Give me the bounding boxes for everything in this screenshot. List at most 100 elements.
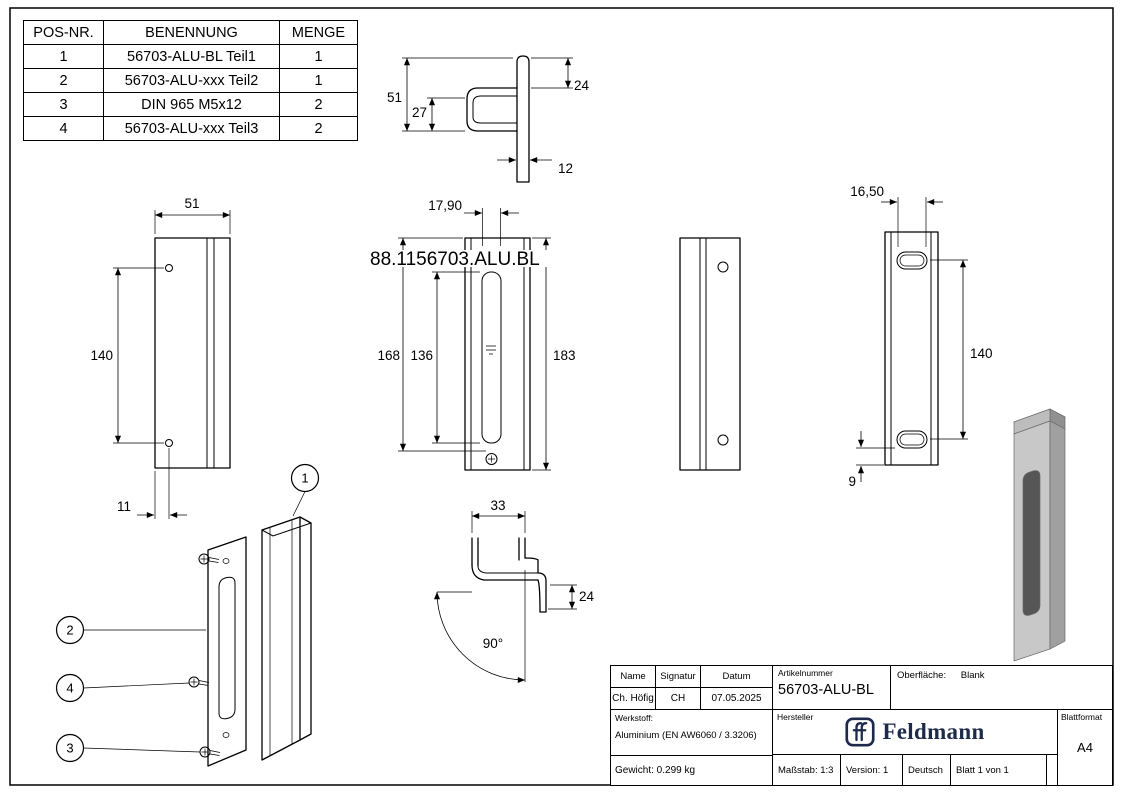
side-view bbox=[679, 237, 741, 471]
dim-bottom-24: 24 bbox=[579, 589, 595, 604]
marking-view-outline bbox=[464, 237, 531, 471]
dim-top-51: 51 bbox=[387, 90, 402, 105]
bottom-row-filler bbox=[1047, 755, 1057, 785]
bottom-section-plate bbox=[524, 557, 547, 613]
dim-bottom-33: 33 bbox=[490, 498, 505, 513]
dim-front-11: 11 bbox=[117, 499, 131, 514]
dim-lines-marking-view bbox=[398, 208, 551, 471]
title-block-lower-left: Hersteller Feldmann Maßstab: 1:3 Version… bbox=[773, 710, 1058, 785]
bom-cell-pos: 4 bbox=[23, 116, 104, 141]
bom-cell-name: 56703-ALU-xxx Teil2 bbox=[103, 68, 280, 93]
bottom-section-view: 33 24 90° bbox=[433, 498, 595, 684]
front-view-outline bbox=[154, 237, 231, 469]
bom-row-2: 2 56703-ALU-xxx Teil2 1 bbox=[23, 68, 358, 93]
iso-side-face bbox=[1049, 420, 1066, 650]
marking-text: 88.1156703.ALU.BL bbox=[370, 249, 540, 270]
back-view-edges bbox=[890, 232, 932, 465]
bottom-screw bbox=[485, 453, 498, 465]
feldmann-logo: Feldmann bbox=[773, 710, 1057, 754]
top-section-view: 51 27 24 12 bbox=[387, 55, 590, 183]
top-section-hook-inner bbox=[472, 95, 517, 124]
oberflaeche-value: Blank bbox=[960, 670, 985, 681]
bom-header-pos: POS-NR. bbox=[23, 20, 104, 45]
back-view-slot-bottom-inner bbox=[899, 433, 925, 446]
blattformat-cell: Blattformat A4 bbox=[1058, 710, 1112, 785]
dim-back-1650: 16,50 bbox=[850, 184, 884, 199]
title-block-label-row: Name Signatur Datum bbox=[611, 666, 772, 688]
sprache-cell: Deutsch bbox=[903, 755, 951, 785]
dim-top-24: 24 bbox=[574, 78, 590, 93]
marking-view-recess bbox=[481, 271, 502, 444]
back-view-slot-top bbox=[896, 251, 928, 270]
datum-label: Datum bbox=[722, 671, 751, 682]
dim-mark-183: 183 bbox=[553, 348, 576, 363]
front-view-hole-top bbox=[165, 264, 173, 272]
balloon-2: 2 bbox=[55, 615, 206, 645]
iso-3d-view bbox=[1013, 408, 1066, 662]
bom-cell-pos: 3 bbox=[23, 92, 104, 117]
balloon-2-number: 2 bbox=[66, 623, 73, 638]
dim-lines-back-view bbox=[856, 197, 968, 482]
dim-mark-168: 168 bbox=[377, 348, 400, 363]
blattformat-value: A4 bbox=[1077, 740, 1093, 755]
front-view-hole-bottom bbox=[165, 439, 173, 447]
bom-table: POS-NR. BENENNUNG MENGE 1 56703-ALU-BL T… bbox=[23, 20, 358, 141]
laser-marking-annotation: 88.1156703.ALU.BL bbox=[368, 249, 558, 270]
blattformat-label: Blattformat bbox=[1061, 712, 1103, 722]
bom-cell-pos: 1 bbox=[23, 44, 104, 69]
dim-lines-top-section bbox=[402, 57, 573, 164]
marking-view-edges bbox=[470, 238, 525, 470]
hersteller-cell: Hersteller Feldmann bbox=[773, 710, 1057, 755]
blatt-cell: Blatt 1 von 1 bbox=[951, 755, 1047, 785]
side-view-edges bbox=[699, 238, 707, 470]
dim-mark-1790: 17,90 bbox=[428, 198, 462, 213]
bom-row-4: 4 56703-ALU-xxx Teil3 2 bbox=[23, 116, 358, 141]
gewicht-cell: Gewicht: 0.299 kg bbox=[611, 756, 772, 785]
front-view: 51 140 11 bbox=[90, 196, 231, 519]
balloon-3: 3 bbox=[55, 733, 201, 763]
bom-header-name: BENENNUNG bbox=[103, 20, 280, 45]
artikelnummer-label: Artikelnummer bbox=[778, 668, 833, 678]
artikelnummer-cell: Artikelnummer 56703-ALU-BL bbox=[773, 666, 891, 709]
massstab-cell: Maßstab: 1:3 bbox=[773, 755, 841, 785]
engraved-logo-mark bbox=[486, 345, 496, 355]
bom-cell-name: 56703-ALU-BL Teil1 bbox=[103, 44, 280, 69]
exploded-part2 bbox=[207, 536, 247, 767]
exploded-part1 bbox=[261, 516, 312, 761]
werkstoff-cell: Werkstoff: Aluminium (EN AW6060 / 3.3206… bbox=[611, 710, 772, 756]
datum-value: 07.05.2025 bbox=[711, 693, 762, 704]
dim-top-27: 27 bbox=[412, 105, 427, 120]
side-view-hole-top bbox=[717, 261, 729, 273]
dim-lines-front-view bbox=[113, 210, 231, 519]
oberflaeche-label: Oberfläche: bbox=[897, 670, 947, 681]
dim-front-140: 140 bbox=[90, 348, 113, 363]
marking-text-mask bbox=[368, 250, 558, 267]
page-border bbox=[9, 7, 1114, 786]
title-block-value-row: Ch. Höfig CH 07.05.2025 bbox=[611, 688, 772, 710]
bom-row-3: 3 DIN 965 M5x12 2 bbox=[23, 92, 358, 117]
exploded-view: 1 2 4 3 bbox=[55, 463, 320, 767]
exploded-screw-middle bbox=[188, 676, 210, 688]
top-section-hook-outer bbox=[466, 87, 518, 132]
bom-cell-qty: 2 bbox=[279, 116, 358, 141]
back-view-outline bbox=[884, 231, 939, 466]
bom-cell-name: 56703-ALU-xxx Teil3 bbox=[103, 116, 280, 141]
oberflaeche-cell: Oberfläche: Blank bbox=[891, 666, 1112, 709]
bom-cell-name: DIN 965 M5x12 bbox=[103, 92, 280, 117]
bottom-section-mouth bbox=[471, 537, 526, 567]
version-cell: Version: 1 bbox=[841, 755, 903, 785]
balloon-3-number: 3 bbox=[66, 741, 73, 756]
dim-lines-bottom-section bbox=[433, 511, 577, 684]
title-block: Name Signatur Datum Ch. Höfig CH 07.05.2… bbox=[610, 665, 1113, 786]
bottom-section-lower-lip bbox=[471, 564, 539, 581]
dim-front-51: 51 bbox=[184, 196, 199, 211]
bom-cell-qty: 1 bbox=[279, 68, 358, 93]
front-view-edges bbox=[206, 238, 215, 468]
title-block-top-row: Artikelnummer 56703-ALU-BL Oberfläche: B… bbox=[773, 666, 1112, 710]
bom-header-qty: MENGE bbox=[279, 20, 358, 45]
side-view-hole-bottom bbox=[717, 434, 729, 446]
title-block-right: Artikelnummer 56703-ALU-BL Oberfläche: B… bbox=[773, 666, 1112, 785]
hersteller-label: Hersteller bbox=[777, 712, 814, 722]
title-block-lower: Hersteller Feldmann Maßstab: 1:3 Version… bbox=[773, 710, 1112, 785]
